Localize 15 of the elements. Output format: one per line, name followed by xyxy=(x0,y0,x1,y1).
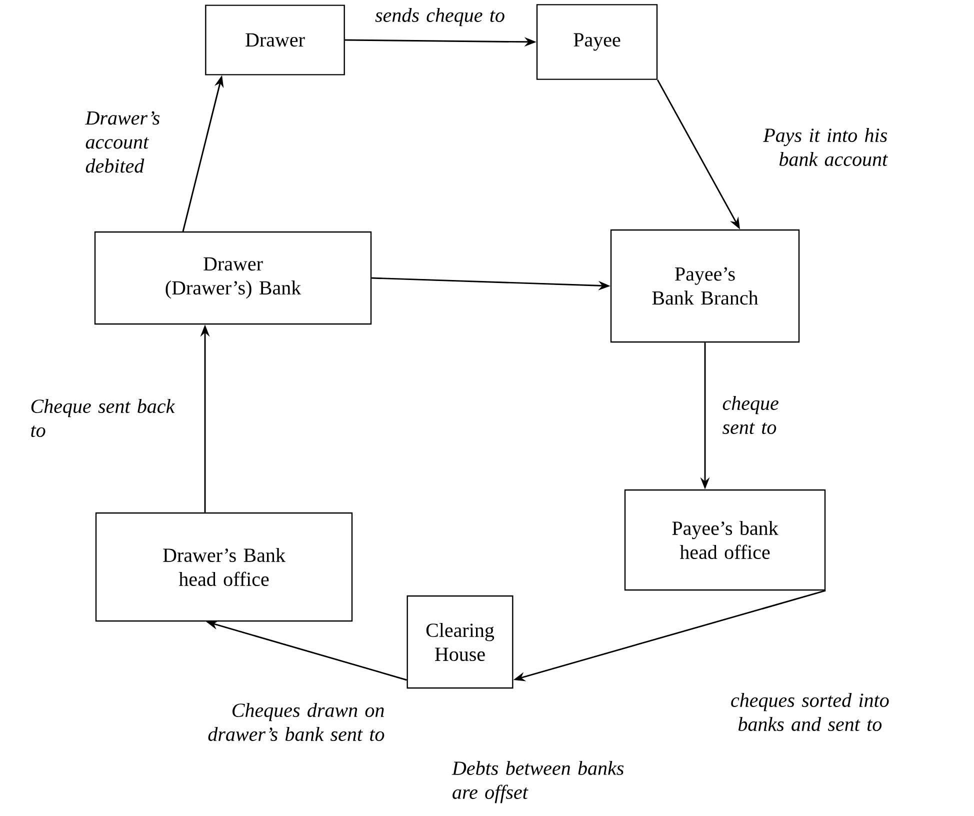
process-box: Clearing House xyxy=(406,595,514,689)
process-box: Drawer xyxy=(205,4,345,76)
process-box: Payee’s bank head office xyxy=(624,489,826,591)
node-caption: Debts between banks are offset xyxy=(452,760,624,804)
edge-label: Cheques drawn on drawer’s bank sent to xyxy=(208,702,384,742)
edge-label: cheques sorted into banks and sent to xyxy=(731,692,889,732)
edge-label: sends cheque to xyxy=(375,8,504,26)
process-box: Drawer (Drawer’s) Bank xyxy=(94,231,372,325)
process-box: Drawer’s Bank head office xyxy=(95,512,353,622)
edge-label: cheque sent to xyxy=(722,396,778,434)
edge-label: Pays it into his bank account xyxy=(763,128,888,166)
edge-label: Cheque sent back to xyxy=(31,398,175,438)
edge-label: Drawer’s account debited xyxy=(85,111,160,173)
process-box: Payee xyxy=(536,4,658,80)
process-box: Payee’s Bank Branch xyxy=(610,229,800,343)
